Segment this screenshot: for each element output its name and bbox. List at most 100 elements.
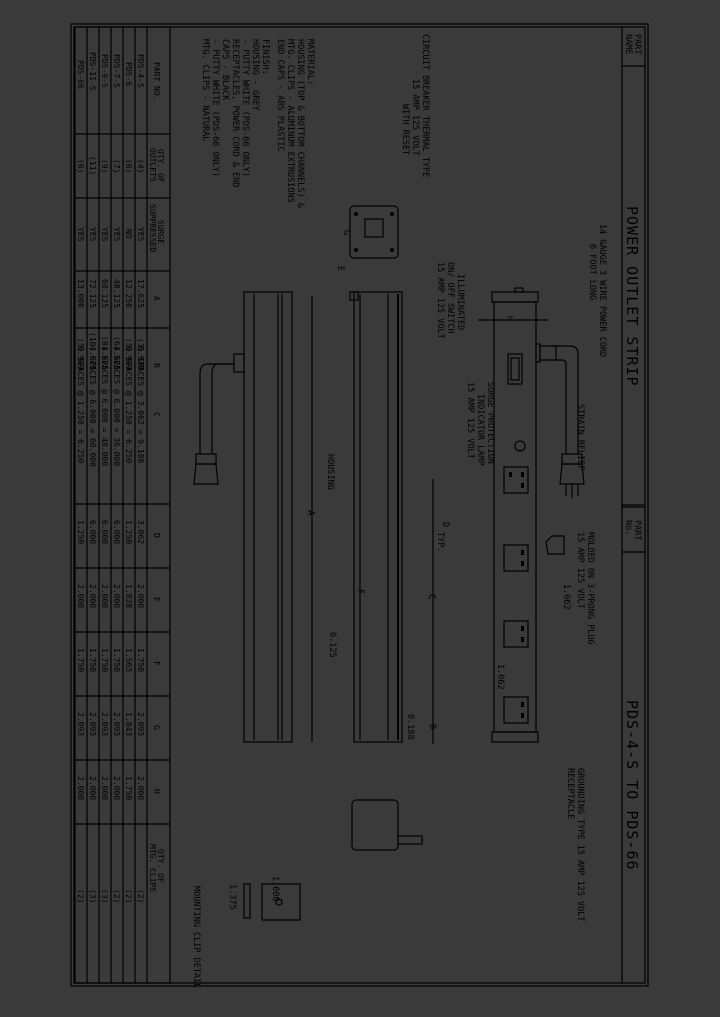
svg-text:B: B	[152, 363, 161, 368]
svg-text:0.938: 0.938	[136, 346, 145, 370]
svg-text:(9): (9)	[100, 159, 109, 173]
svg-text:(5) SPACES @ 1.250 = 6.250: (5) SPACES @ 1.250 = 6.250	[124, 338, 133, 463]
receptacle-icon	[503, 466, 529, 494]
mounting-clip: 1.600 1.375 MOUNTING CLIP DETAIL	[191, 876, 301, 988]
svg-text:HOUSING (TOP & BOTTOM CHANNELS: HOUSING (TOP & BOTTOM CHANNELS) &	[295, 39, 305, 209]
svg-text:2.000: 2.000	[88, 776, 97, 800]
svg-text:(3) SPACES @ 3.062 = 9.188: (3) SPACES @ 3.062 = 9.188	[136, 338, 145, 463]
svg-text:PART NO.: PART NO.	[152, 62, 161, 101]
svg-text:60.125: 60.125	[100, 279, 109, 308]
svg-text:2.093: 2.093	[76, 712, 85, 736]
svg-text:YES: YES	[112, 227, 121, 242]
svg-text:E: E	[152, 597, 161, 602]
svg-text:G: G	[341, 230, 351, 235]
callout-receptacle: GROUNDING TYPE 15 AMP 125 VOLT RECEPTACL…	[565, 768, 585, 922]
svg-text:4.625: 4.625	[112, 346, 121, 370]
svg-text:(3): (3)	[88, 889, 97, 903]
svg-text:E: E	[335, 266, 345, 271]
svg-text:(11): (11)	[88, 156, 97, 175]
callout-surge-lamp: SURGE PROTECTION INDICATOR LAMP 15 AMP 1…	[465, 382, 495, 466]
svg-text:1.750: 1.750	[100, 648, 109, 672]
svg-text:G: G	[152, 725, 161, 730]
svg-text:1.563: 1.563	[124, 648, 133, 672]
svg-text:6.000: 6.000	[100, 520, 109, 544]
svg-text:(6): (6)	[124, 159, 133, 173]
svg-text:2.000: 2.000	[88, 584, 97, 608]
svg-text:C: C	[152, 412, 161, 417]
svg-text:14 GAUGE 3 WIRE POWER CORD: 14 GAUGE 3 WIRE POWER CORD	[597, 224, 607, 357]
svg-text:D: D	[152, 533, 161, 538]
svg-text:- PUTTY WHITE (PDS-66 ONLY): - PUTTY WHITE (PDS-66 ONLY)	[210, 39, 220, 177]
svg-text:FINISH:: FINISH:	[260, 39, 270, 75]
svg-text:15 AMP 125 VOLT: 15 AMP 125 VOLT	[435, 262, 445, 339]
svg-text:H: H	[504, 316, 514, 321]
svg-text:F: F	[355, 589, 365, 594]
svg-text:YES: YES	[88, 227, 97, 242]
end-view	[351, 799, 423, 851]
plug-face-icon	[545, 535, 565, 555]
part-name-label: PART	[632, 34, 642, 54]
receptacle-icon	[503, 620, 529, 648]
svg-text:0.969: 0.969	[124, 346, 133, 370]
plug-icon	[559, 463, 585, 485]
outer-border	[70, 23, 649, 987]
svg-text:48.125: 48.125	[112, 279, 121, 308]
svg-text:6 FOOT LONG: 6 FOOT LONG	[587, 244, 597, 300]
svg-text:RECEPTACLES, POWER CORD & END: RECEPTACLES, POWER CORD & END	[230, 39, 240, 187]
svg-text:ON/ OFF SWITCH: ON/ OFF SWITCH	[445, 262, 455, 334]
svg-text:1.375: 1.375	[227, 884, 237, 910]
svg-text:SURGE: SURGE	[156, 220, 165, 244]
svg-text:2.000: 2.000	[136, 584, 145, 608]
svg-text:YES: YES	[100, 227, 109, 242]
svg-text:D: D	[440, 522, 450, 527]
svg-text:MOLDED ON 3-PRONG PLUG: MOLDED ON 3-PRONG PLUG	[585, 532, 595, 645]
svg-text:15 AMP 125 VOLT: 15 AMP 125 VOLT	[410, 79, 420, 156]
svg-text:15 AMP 125 VOLT: 15 AMP 125 VOLT	[465, 382, 475, 459]
svg-text:0.125: 0.125	[327, 632, 337, 658]
svg-text:(3): (3)	[100, 889, 109, 903]
svg-text:PDS-11-S: PDS-11-S	[88, 52, 97, 91]
svg-text:1.062: 1.062	[561, 584, 571, 610]
svg-text:(6): (6)	[76, 159, 85, 173]
svg-text:C: C	[426, 594, 437, 600]
svg-text:NO: NO	[124, 229, 133, 239]
spec-table: PART NO. QTY. OF OUTLETS SURGE SUPPRESSE…	[74, 26, 171, 984]
svg-text:2.000: 2.000	[76, 776, 85, 800]
svg-text:(5) SPACES @ 1.250 = 6.250: (5) SPACES @ 1.250 = 6.250	[76, 338, 85, 463]
svg-text:H: H	[152, 789, 161, 794]
svg-text:A: A	[152, 296, 161, 301]
svg-text:2.093: 2.093	[136, 712, 145, 736]
svg-text:CIRCUIT BREAKER THERMAL TYPE: CIRCUIT BREAKER THERMAL TYPE	[420, 34, 430, 177]
svg-text:4.625: 4.625	[88, 346, 97, 370]
svg-text:INDICATOR LAMP: INDICATOR LAMP	[475, 394, 485, 466]
svg-text:(2): (2)	[76, 889, 85, 903]
svg-text:HOUSING - GREY: HOUSING - GREY	[250, 39, 260, 111]
receptacle-icon	[503, 544, 529, 572]
svg-text:(2): (2)	[136, 889, 145, 903]
surge-lamp-icon	[514, 440, 526, 452]
power-cord	[552, 345, 579, 454]
top-view: H C D TYP. B 1.062 1.062	[426, 287, 585, 744]
part-no-label: PART	[632, 520, 642, 540]
svg-text:(7): (7)	[112, 159, 121, 173]
svg-text:A: A	[305, 510, 316, 516]
svg-text:1.250: 1.250	[124, 520, 133, 544]
svg-text:QTY. OF: QTY. OF	[156, 149, 165, 183]
svg-text:72.125: 72.125	[88, 279, 97, 308]
svg-text:PDS-7-S: PDS-7-S	[112, 54, 121, 88]
notes: MATERIAL: HOUSING (TOP & BOTTOM CHANNELS…	[200, 39, 315, 209]
svg-text:PDS-66: PDS-66	[76, 60, 85, 89]
svg-text:END CAPS - ABS PLASTIC: END CAPS - ABS PLASTIC	[275, 39, 285, 152]
svg-text:MTG. CLIPS - ALUMINUM EXTRUSIO: MTG. CLIPS - ALUMINUM EXTRUSIONS	[285, 39, 295, 203]
svg-text:6.000: 6.000	[112, 520, 121, 544]
svg-text:1.250: 1.250	[76, 520, 85, 544]
svg-text:YES: YES	[136, 227, 145, 242]
svg-text:1.750: 1.750	[124, 776, 133, 800]
svg-text:13.000: 13.000	[76, 279, 85, 308]
svg-text:1.750: 1.750	[76, 648, 85, 672]
svg-text:12.250: 12.250	[124, 279, 133, 308]
